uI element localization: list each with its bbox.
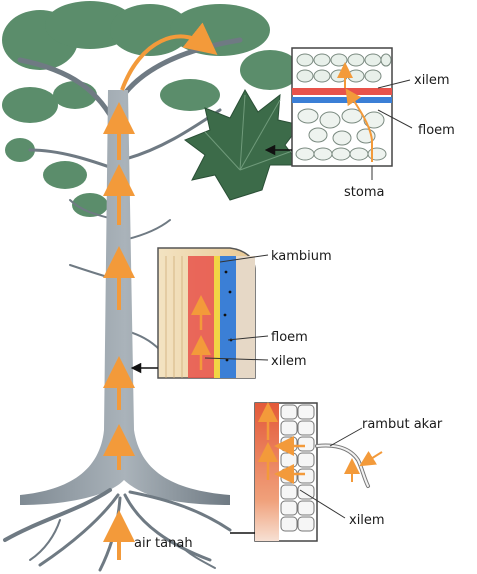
label-stem-xylem: xilem [271, 354, 307, 369]
tree-trunk [20, 90, 230, 505]
root-cross-section [254, 402, 318, 542]
label-stem-phloem: floem [271, 330, 308, 345]
label-root-hair: rambut akar [362, 417, 443, 432]
leaf-xylem-band [292, 88, 392, 95]
stem-cambium-band [214, 256, 220, 378]
leaf-phloem-band [292, 97, 392, 103]
label-leaf-xylem: xilem [414, 73, 450, 88]
stem-phloem-region [220, 256, 236, 378]
label-stoma: stoma [344, 185, 384, 200]
tree-crown [2, 1, 300, 217]
label-root-xylem: xilem [349, 513, 385, 528]
label-leaf-phloem: floem [418, 123, 455, 138]
label-soil-water: air tanah [134, 536, 193, 551]
leaf-veins [204, 94, 296, 171]
leaf-cross-section [291, 47, 393, 167]
stem-cross-section [157, 247, 256, 379]
label-cambium: kambium [271, 249, 332, 264]
water-flow-arrows [103, 22, 218, 560]
